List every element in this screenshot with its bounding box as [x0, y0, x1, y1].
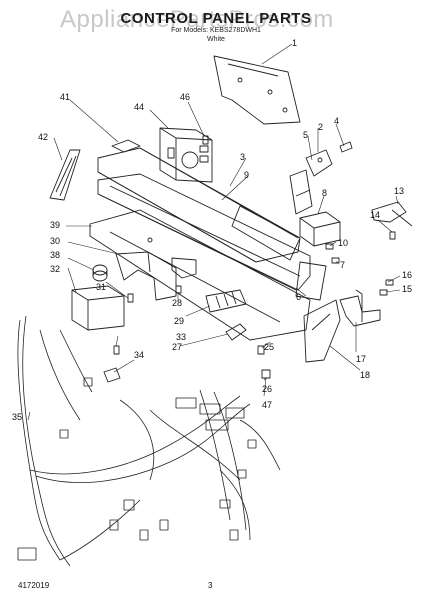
part-35-wire-harness [17, 315, 281, 567]
callout-2: 2 [318, 122, 323, 132]
part-13-hinge-arm [371, 201, 413, 227]
callout-14: 14 [370, 210, 380, 220]
part-8-hinge [299, 211, 341, 247]
callout-25: 25 [264, 342, 274, 352]
callout-10: 10 [338, 238, 348, 248]
part-9-control-panel-body [97, 173, 311, 291]
callout-26: 26 [262, 384, 272, 394]
part-16-screw [385, 279, 394, 286]
part-17-hinge-bracket [339, 289, 381, 327]
part-3-control-panel-trim [97, 147, 301, 263]
callout-7: 7 [340, 260, 345, 270]
part-38-knob [92, 264, 108, 282]
callout-13: 13 [394, 186, 404, 196]
part-44-control-module [159, 127, 213, 183]
callout-31: 31 [96, 282, 106, 292]
color-subtitle: White [207, 36, 225, 43]
part-39-overlay [89, 209, 311, 341]
part-26-clip [261, 369, 271, 379]
watermark: AppliancePartsPros.com [60, 6, 334, 33]
part-18-end-cap [303, 299, 341, 363]
part-34-clip [103, 367, 121, 383]
callout-1: 1 [292, 38, 297, 48]
part-7-screw [331, 257, 340, 264]
callout-18: 18 [360, 370, 370, 380]
callout-5: 5 [303, 130, 308, 140]
part-14-screw [389, 231, 396, 240]
callout-42: 42 [38, 132, 48, 142]
callout-39: 39 [50, 220, 60, 230]
callout-46: 46 [180, 92, 190, 102]
callout-4: 4 [334, 116, 339, 126]
callout-34: 34 [134, 350, 144, 360]
callout-15: 15 [402, 284, 412, 294]
callout-9: 9 [244, 170, 249, 180]
part-5-bracket [289, 169, 313, 215]
callout-8: 8 [322, 188, 327, 198]
callout-30: 30 [50, 236, 60, 246]
part-2-clip [305, 149, 333, 177]
callout-44: 44 [134, 102, 144, 112]
callout-29: 29 [174, 316, 184, 326]
part-10-screw [325, 243, 334, 250]
callout-6: 6 [296, 292, 301, 302]
callout-27: 27 [172, 342, 182, 352]
callout-28: 28 [172, 298, 182, 308]
part-28-bracket [171, 257, 197, 294]
part-27-key [225, 323, 247, 341]
part-46-screw [202, 135, 209, 145]
part-33-screw [113, 345, 120, 355]
callout-47: 47 [262, 400, 272, 410]
part-30-bracket [115, 251, 177, 301]
part-31-screw [127, 293, 134, 303]
callout-38: 38 [50, 250, 60, 260]
part-41-bracket [111, 139, 141, 153]
diagram-title: CONTROL PANEL PARTS [120, 10, 312, 27]
callout-35: 35 [12, 412, 22, 422]
page-number: 3 [208, 581, 213, 590]
part-1-back-plate [213, 55, 301, 125]
model-subtitle: For Models: KEBS278DWH1 [171, 27, 261, 34]
part-25-screw [257, 345, 265, 355]
callout-labels: 1 2 3 4 5 7 8 9 10 13 14 15 16 17 18 25 … [12, 38, 412, 422]
callout-32: 32 [50, 264, 60, 274]
callout-33: 33 [176, 332, 186, 342]
document-number: 4172019 [18, 581, 50, 590]
part-32-display-housing [71, 285, 125, 331]
part-6-bracket [295, 261, 327, 301]
callout-3: 3 [240, 152, 245, 162]
part-4-screw [339, 141, 353, 153]
leader-lines [27, 43, 401, 421]
callout-16: 16 [402, 270, 412, 280]
callout-17: 17 [356, 354, 366, 364]
part-42-end-cap [49, 149, 81, 201]
part-15-screw [379, 289, 388, 296]
callout-41: 41 [60, 92, 70, 102]
